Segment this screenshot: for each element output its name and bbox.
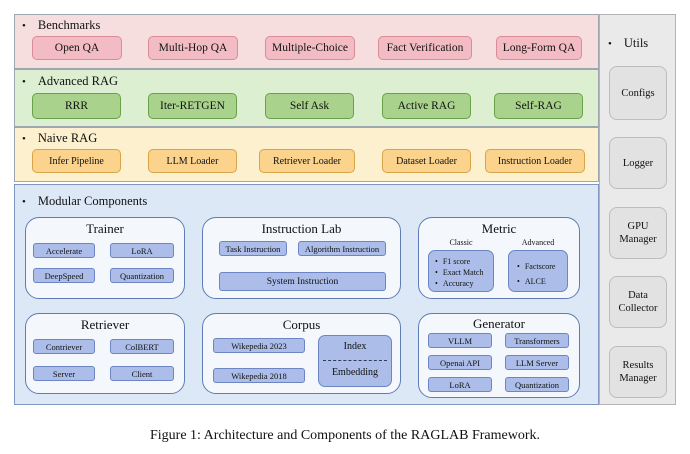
naive-rag-infer-pipeline: Infer Pipeline bbox=[32, 149, 121, 173]
naive-rag-dataset-loader: Dataset Loader bbox=[382, 149, 471, 173]
metric-classic-list: F1 score Exact Match Accuracy bbox=[428, 250, 494, 292]
metric-accuracy: Accuracy bbox=[435, 278, 493, 289]
trainer-deepspeed: DeepSpeed bbox=[33, 268, 95, 283]
metric-factscore: Factscore bbox=[517, 259, 567, 274]
corpus-embedding-label: Embedding bbox=[331, 367, 379, 378]
advanced-rag-title: •Advanced RAG bbox=[22, 74, 119, 88]
metric-advanced-list: Factscore ALCE bbox=[508, 250, 568, 292]
advanced-rag-self-ask: Self Ask bbox=[265, 93, 354, 119]
trainer-lora: LoRA bbox=[110, 243, 174, 258]
corpus-divider bbox=[323, 360, 387, 361]
advanced-rag-iter-retgen: Iter-RETGEN bbox=[148, 93, 237, 119]
instruction-lab-algorithm-instruction: Algorithm Instruction bbox=[298, 241, 386, 256]
corpus-title: Corpus bbox=[282, 317, 321, 332]
generator-vllm: VLLM bbox=[428, 333, 492, 348]
instruction-lab-title: Instruction Lab bbox=[261, 221, 342, 236]
generator-lora: LoRA bbox=[428, 377, 492, 392]
benchmark-multiple-choice: Multiple-Choice bbox=[265, 36, 355, 60]
corpus-wikepedia-2023: Wikepedia 2023 bbox=[213, 338, 305, 353]
benchmark-long-form-qa: Long-Form QA bbox=[496, 36, 582, 60]
corpus-wikepedia-2018: Wikepedia 2018 bbox=[213, 368, 305, 383]
figure-caption: Figure 1: Architecture and Components of… bbox=[150, 428, 540, 443]
naive-rag-title: •Naive RAG bbox=[22, 131, 98, 145]
metric-f1-score: F1 score bbox=[435, 256, 493, 267]
metric-exact-match: Exact Match bbox=[435, 267, 493, 278]
benchmarks-title: •Benchmarks bbox=[22, 18, 101, 32]
generator-openai-api: Openai API bbox=[428, 355, 492, 370]
utils-data-collector: Data Collector bbox=[609, 276, 667, 328]
advanced-rag-rrr: RRR bbox=[32, 93, 121, 119]
trainer-title: Trainer bbox=[86, 221, 124, 236]
advanced-rag-self-rag: Self-RAG bbox=[494, 93, 583, 119]
naive-rag-instruction-loader: Instruction Loader bbox=[485, 149, 585, 173]
advanced-rag-active-rag: Active RAG bbox=[382, 93, 471, 119]
generator-transformers: Transformers bbox=[505, 333, 569, 348]
utils-logger: Logger bbox=[609, 137, 667, 189]
utils-configs: Configs bbox=[609, 66, 667, 120]
retriever-client: Client bbox=[110, 366, 174, 381]
retriever-contriever: Contriever bbox=[33, 339, 95, 354]
trainer-quantization: Quantization bbox=[110, 268, 174, 283]
instruction-lab-system-instruction: System Instruction bbox=[219, 272, 386, 291]
instruction-lab-task-instruction: Task Instruction bbox=[219, 241, 287, 256]
metric-advanced-label: Advanced bbox=[521, 238, 555, 247]
metric-alce: ALCE bbox=[517, 274, 567, 289]
retriever-title: Retriever bbox=[80, 317, 130, 332]
metric-title: Metric bbox=[481, 221, 517, 236]
retriever-colbert: ColBERT bbox=[110, 339, 174, 354]
corpus-index-box: Index Embedding bbox=[318, 335, 392, 387]
utils-results-manager: Results Manager bbox=[609, 346, 667, 398]
trainer-accelerate: Accelerate bbox=[33, 243, 95, 258]
metric-classic-label: Classic bbox=[449, 238, 473, 247]
benchmark-open-qa: Open QA bbox=[32, 36, 122, 60]
generator-title: Generator bbox=[473, 316, 525, 331]
corpus-index-label: Index bbox=[343, 341, 367, 352]
generator-llm-server: LLM Server bbox=[505, 355, 569, 370]
naive-rag-retriever-loader: Retriever Loader bbox=[259, 149, 355, 173]
benchmark-fact-verification: Fact Verification bbox=[378, 36, 472, 60]
utils-title: •Utils bbox=[608, 36, 649, 50]
generator-quantization: Quantization bbox=[505, 377, 569, 392]
modular-components-title: •Modular Components bbox=[22, 194, 148, 208]
utils-gpu-manager: GPU Manager bbox=[609, 207, 667, 259]
trainer-panel bbox=[25, 217, 185, 299]
naive-rag-llm-loader: LLM Loader bbox=[148, 149, 237, 173]
benchmark-multi-hop-qa: Multi-Hop QA bbox=[148, 36, 238, 60]
retriever-server: Server bbox=[33, 366, 95, 381]
